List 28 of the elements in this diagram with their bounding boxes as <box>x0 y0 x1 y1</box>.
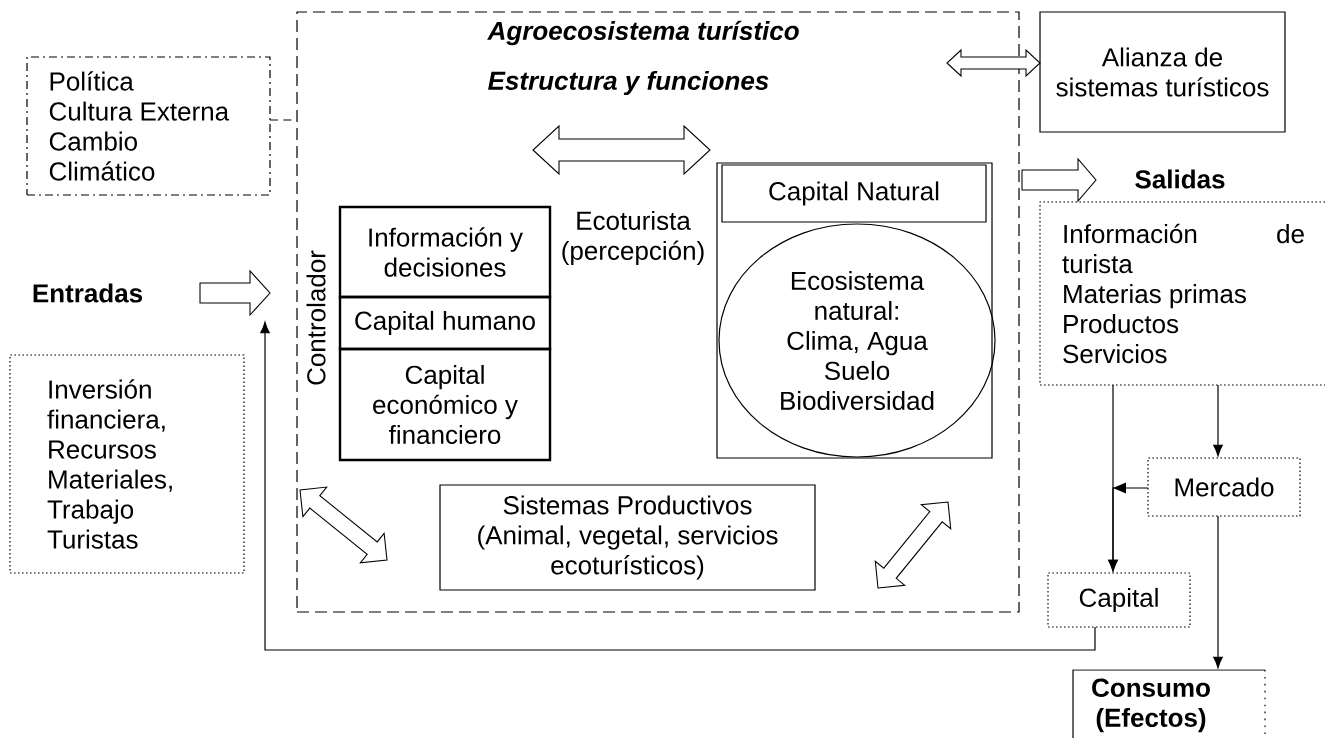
production-box: Sistemas Productivos (Animal, vegetal, servicios ecoturísticos) <box>439 484 816 591</box>
block-arrow <box>946 48 1041 78</box>
block-arrow <box>1021 157 1097 203</box>
arrow <box>1213 384 1223 457</box>
controller-box: Capital económico y financiero <box>338 347 552 462</box>
market-box: Mercado <box>1147 457 1301 517</box>
alliance-box: Alianza de sistemas turísticos <box>1039 11 1286 133</box>
text-label: Ecoturista (percepción) <box>562 210 704 266</box>
inputs-box: Inversión financiera, Recursos Materiales, Trabajo Turistas <box>9 354 245 574</box>
connector-line <box>269 119 298 121</box>
capital-box <box>716 162 993 459</box>
outputs-heading: Salidas <box>1135 169 1225 189</box>
outputs-box: Información de turista Materias primas Productos Servicios <box>1039 201 1325 386</box>
controller-box: Información y decisiones <box>338 205 552 299</box>
block-arrow <box>299 486 388 564</box>
consumption-box: Consumo (Efectos) <box>1072 669 1266 738</box>
block-arrow <box>199 269 271 317</box>
arrow <box>1213 515 1223 669</box>
arrow <box>260 321 1096 651</box>
block-arrow <box>532 124 711 176</box>
controller-box: Capital humano <box>338 295 552 351</box>
arrow <box>1108 482 1149 572</box>
capital-box: Capital <box>1047 572 1191 628</box>
block-arrow <box>874 501 952 589</box>
inputs-heading: Entradas <box>33 283 143 303</box>
factor-box: Política Cultura Externa Cambio Climático <box>26 56 271 196</box>
capital-box: Capital Natural <box>721 164 987 223</box>
rotated-label: Controlador <box>306 250 326 385</box>
